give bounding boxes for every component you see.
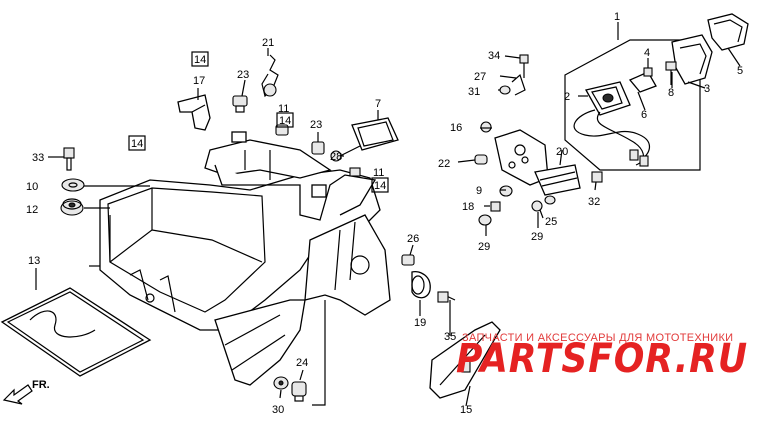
boxed-ref-14c: 14 <box>279 115 291 127</box>
callout-23b: 23 <box>310 119 322 131</box>
callout-25: 25 <box>545 216 557 228</box>
callout-4: 4 <box>644 47 650 59</box>
watermark: ЗАПЧАСТИ И АКСЕССУАРЫ ДЛЯ МОТОТЕХНИКИ PA… <box>456 332 748 382</box>
part-15-reflector <box>429 321 501 399</box>
part-17-bracket <box>177 94 211 131</box>
watermark-logo: PARTSFOR.RU <box>456 336 748 382</box>
watermark-tagline: ЗАПЧАСТИ И АКСЕССУАРЫ ДЛЯ МОТОТЕХНИКИ <box>462 332 733 344</box>
parts-small-top <box>232 54 361 177</box>
fender-assembly <box>99 131 391 386</box>
callout-34: 34 <box>488 50 500 62</box>
callout-21: 21 <box>262 37 274 49</box>
part-7-lens <box>351 117 399 151</box>
callout-6: 6 <box>641 109 647 121</box>
callout-29b: 29 <box>531 231 543 243</box>
callout-16: 16 <box>450 122 462 134</box>
callout-7: 7 <box>375 98 381 110</box>
callout-35: 35 <box>444 331 456 343</box>
callout-30: 30 <box>272 404 284 416</box>
boxed-refs: 14 14 14 14 <box>128 51 389 193</box>
callout-3: 3 <box>704 83 710 95</box>
callout-26: 26 <box>407 233 419 245</box>
callout-22: 22 <box>438 158 450 170</box>
callout-23a: 23 <box>237 69 249 81</box>
part-20-bracket <box>494 129 581 196</box>
callout-17: 17 <box>193 75 205 87</box>
callout-29a: 29 <box>478 241 490 253</box>
taillight-assembly <box>564 13 749 171</box>
boxed-ref-14a: 14 <box>194 54 206 66</box>
callout-31: 31 <box>468 86 480 98</box>
callout-32: 32 <box>588 196 600 208</box>
callout-8: 8 <box>668 87 674 99</box>
callout-2: 2 <box>564 91 570 103</box>
parts-bottom-nuts <box>273 376 307 402</box>
callout-9: 9 <box>476 185 482 197</box>
boxed-ref-14d: 14 <box>374 180 386 192</box>
callout-13: 13 <box>28 255 40 267</box>
direction-label: FR. <box>32 379 50 391</box>
callout-28: 28 <box>330 151 342 163</box>
callout-33: 33 <box>32 152 44 164</box>
part-13-mat <box>0 287 152 377</box>
front-direction-arrow: FR. <box>2 379 50 405</box>
boxed-ref-14b: 14 <box>131 138 143 150</box>
callout-11a: 11 <box>278 103 289 115</box>
callout-15: 15 <box>460 404 472 416</box>
callout-10: 10 <box>26 181 38 193</box>
callout-5: 5 <box>737 65 743 77</box>
parts-left-fasteners <box>60 147 150 216</box>
callout-24: 24 <box>296 357 308 369</box>
parts-mid-right <box>401 254 456 303</box>
callout-12: 12 <box>26 204 38 216</box>
callout-18: 18 <box>462 201 474 213</box>
callout-27: 27 <box>474 71 486 83</box>
callout-20: 20 <box>556 146 568 158</box>
callout-1: 1 <box>614 11 620 23</box>
leader-lines <box>35 22 741 407</box>
callout-numbers: 1 2 3 4 5 6 7 8 9 10 11 11 12 13 15 16 1… <box>26 11 743 416</box>
callout-19: 19 <box>414 317 426 329</box>
parts-right-fasteners <box>474 54 603 226</box>
callout-11b: 11 <box>373 167 384 179</box>
